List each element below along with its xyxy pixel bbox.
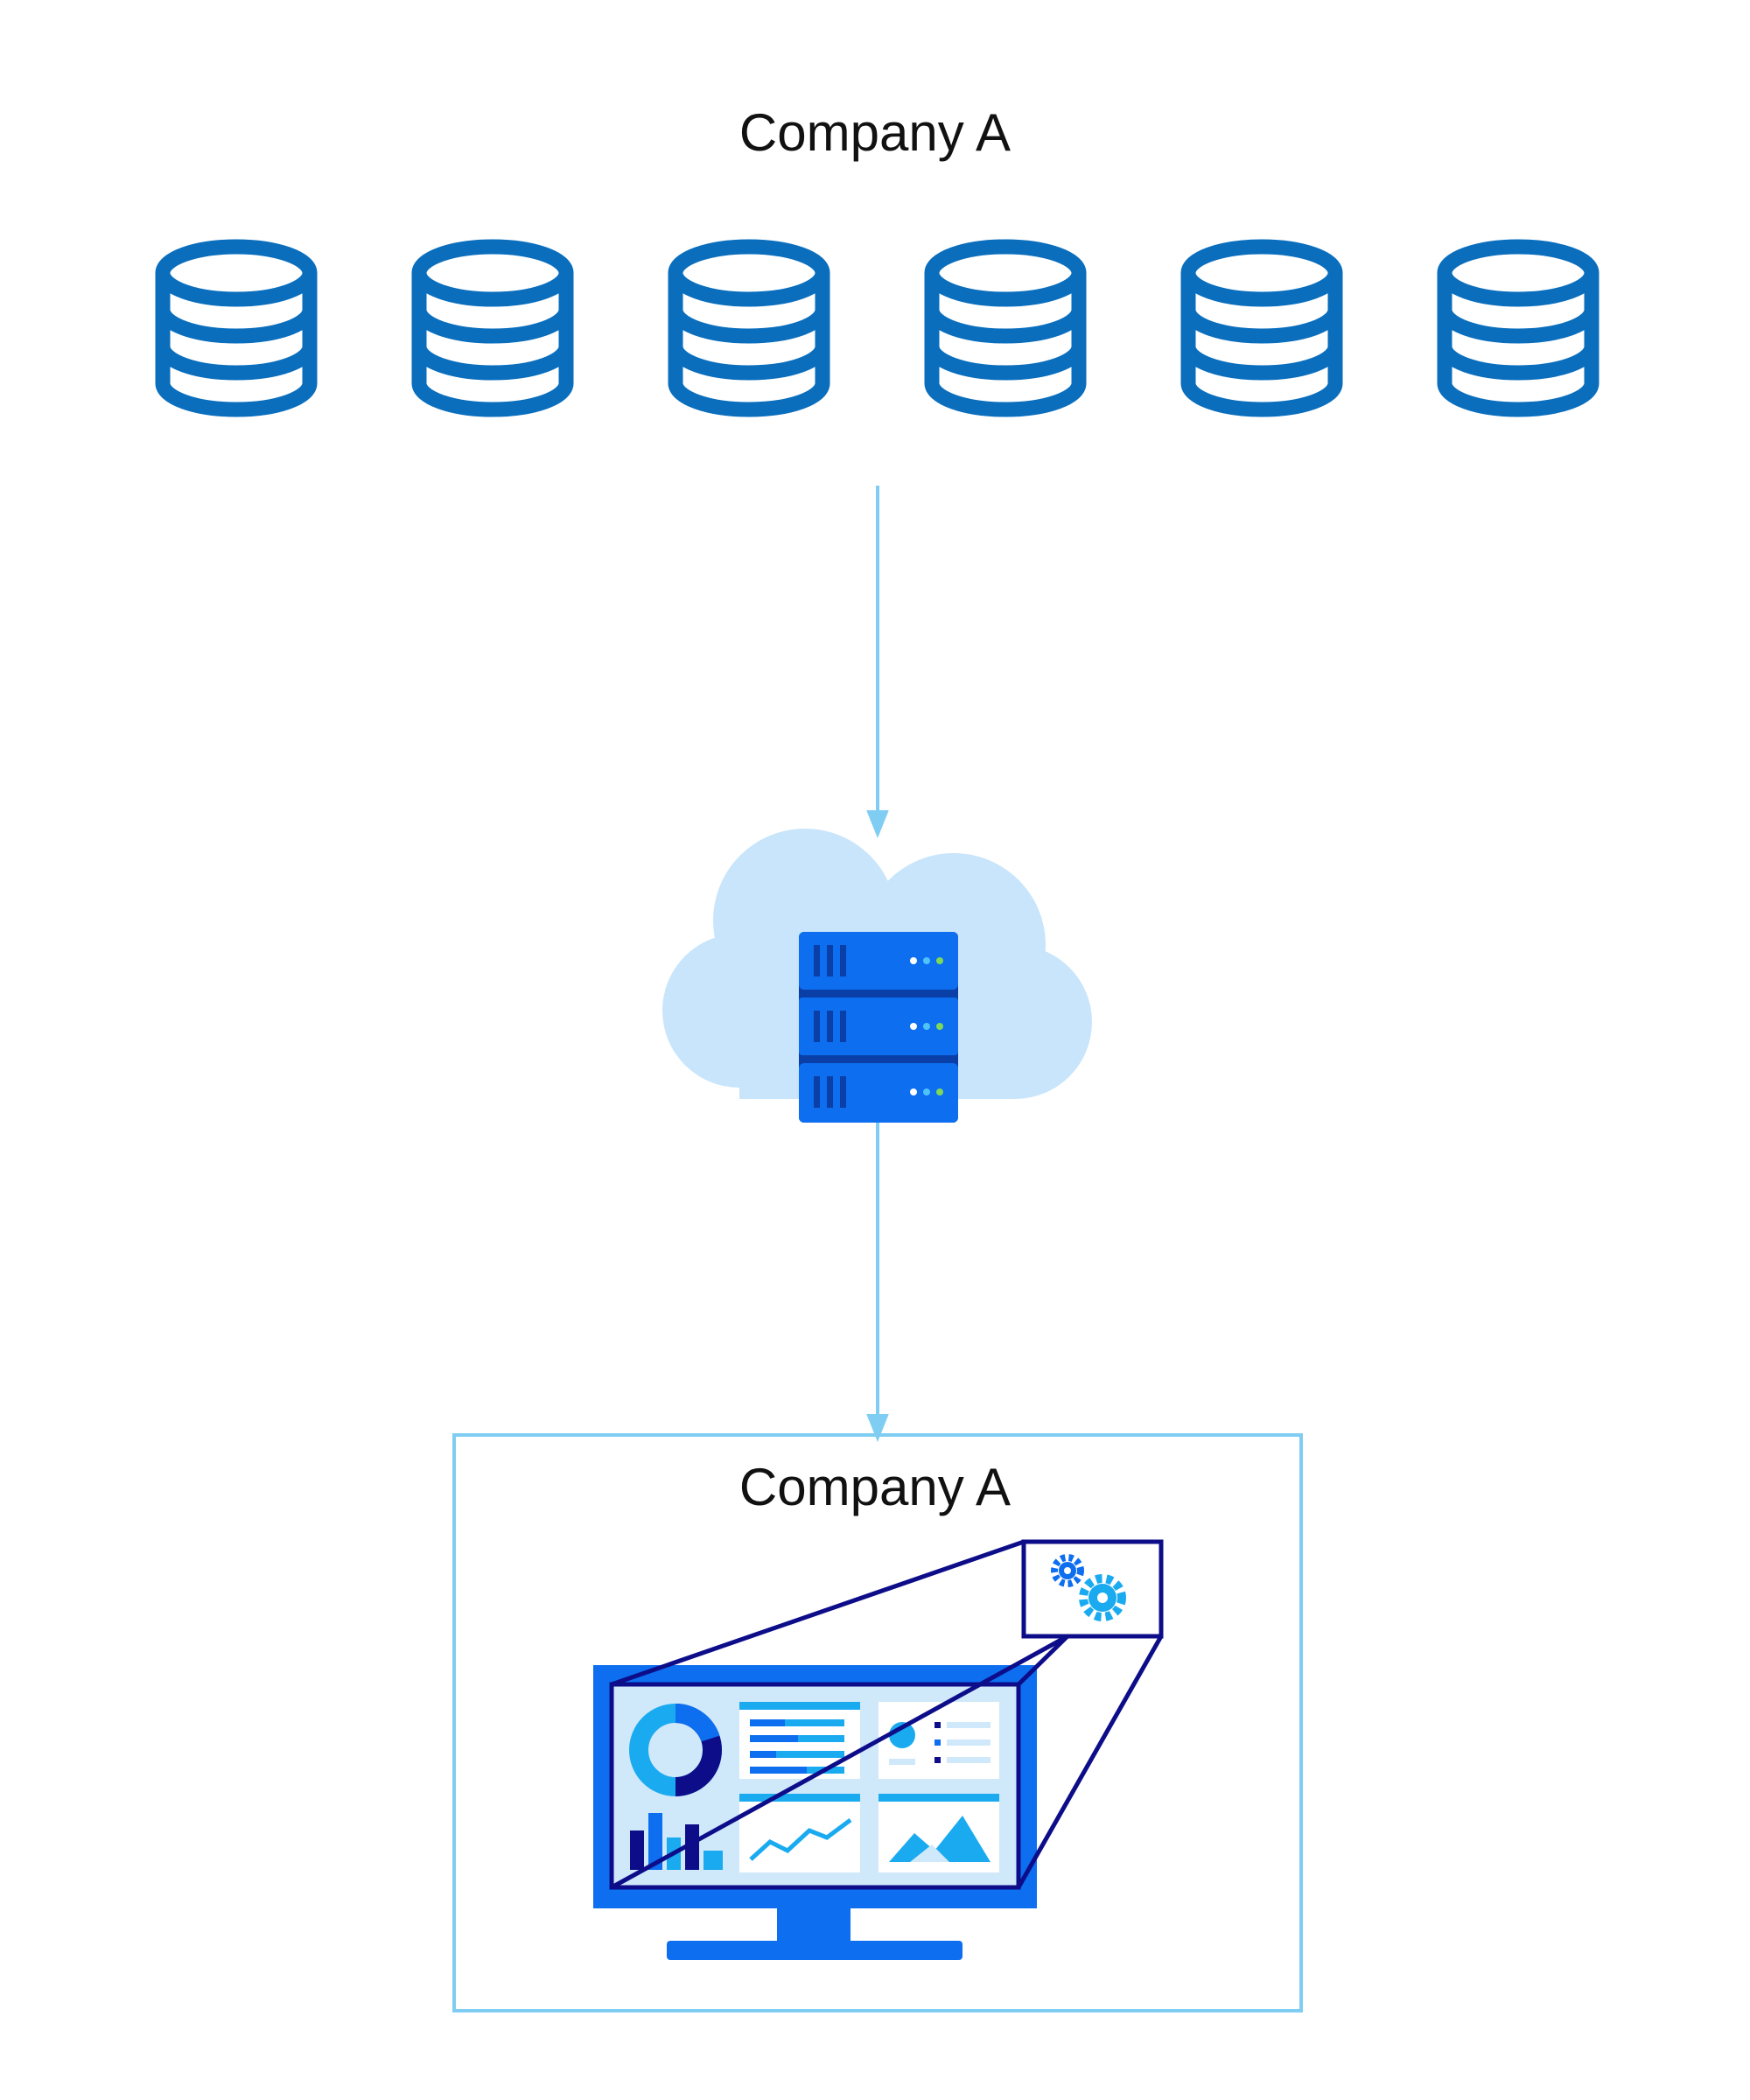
database-icon	[1445, 247, 1592, 410]
monitor-dashboard-icon	[593, 1539, 1164, 1960]
list-widget	[739, 1702, 860, 1779]
monitor-base	[667, 1941, 962, 1960]
cloud-server-icon	[662, 829, 1092, 1123]
database-icon	[419, 247, 566, 410]
database-icon	[676, 247, 822, 410]
bottom-group-title: Company A	[738, 1458, 1012, 1516]
area-chart-widget	[878, 1794, 999, 1872]
database-icon	[163, 247, 310, 410]
server-rack	[799, 932, 958, 1123]
gear-icon	[1051, 1554, 1084, 1587]
database-icon	[932, 247, 1079, 410]
company-box	[452, 1433, 1303, 2012]
donut-chart-widget	[629, 1703, 722, 1796]
database-icon	[1188, 247, 1335, 410]
gear-icon	[1079, 1574, 1126, 1621]
zoom-outline	[609, 1539, 1164, 1890]
profile-widget	[878, 1702, 999, 1779]
gears-detail-box	[1021, 1539, 1164, 1639]
top-group-title: Company A	[738, 103, 1012, 162]
database-row	[163, 247, 1592, 410]
monitor-stand	[777, 1906, 850, 1944]
